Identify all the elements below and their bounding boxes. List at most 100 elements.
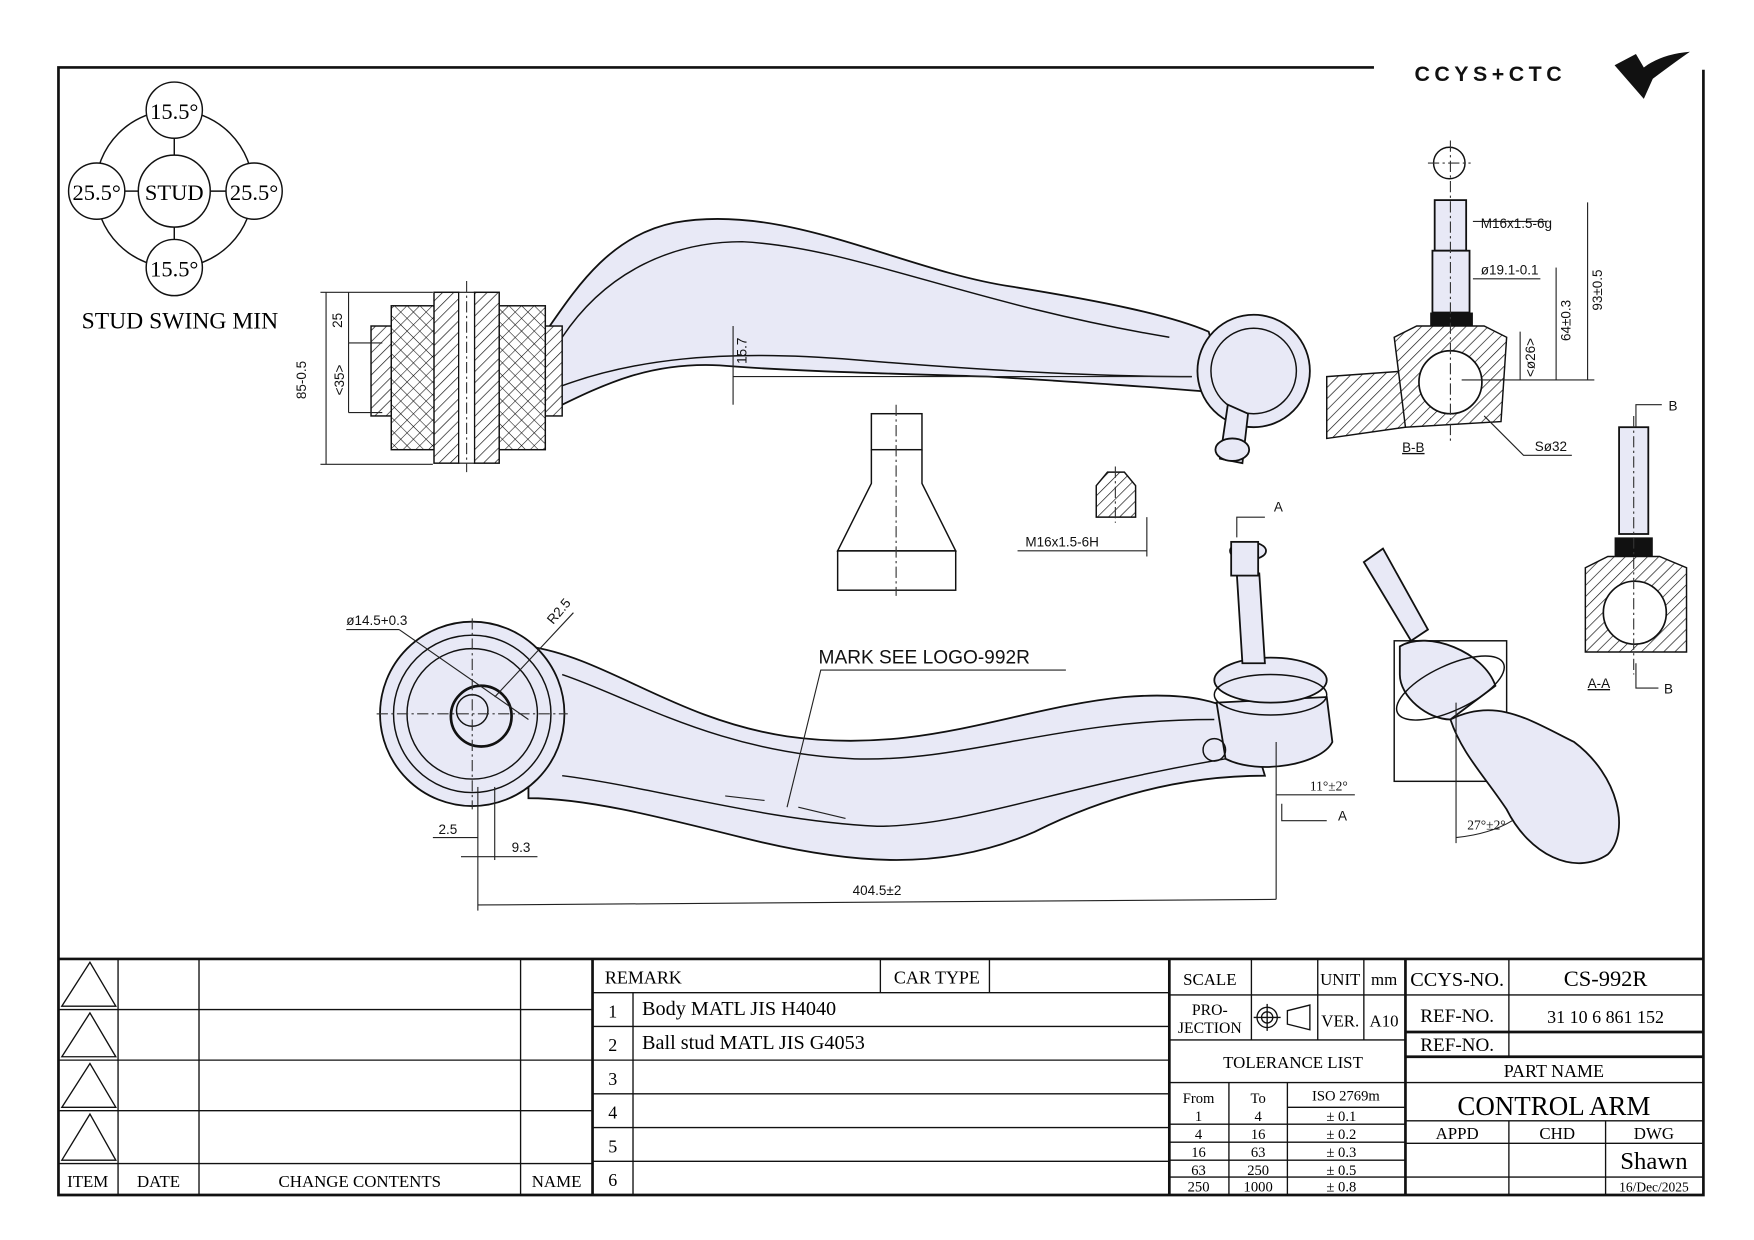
control-arm-side-view: ø14.5+0.3 R2.5 2.5 9.3 404.5±2 11°±2° A …: [346, 500, 1355, 911]
remark-row: 6: [608, 1170, 617, 1190]
change-record-table: ITEM DATE CHANGE CONTENTS NAME: [58, 958, 594, 1196]
company-logo: CCYS+CTC: [1414, 51, 1690, 99]
remark-row-number: 5: [608, 1136, 617, 1156]
tolerance-value: ± 0.1: [1326, 1109, 1356, 1125]
car-type-label: CAR TYPE: [894, 968, 980, 988]
section-b-top-label: B: [1669, 398, 1678, 413]
scale-label: SCALE: [1183, 970, 1236, 989]
revision-triangle-icons: [60, 961, 117, 1161]
dim-2-5: 2.5: [439, 822, 458, 837]
tolerance-from: 63: [1191, 1163, 1206, 1179]
section-bb-view: M16x1.5-6g ø19.1-0.1 93±0.5 64±0.3 <ø26>…: [1326, 140, 1605, 456]
tolerance-value: ± 0.5: [1326, 1163, 1356, 1179]
dim-height-64: 64±0.3: [1559, 300, 1574, 341]
header-item: ITEM: [67, 1172, 108, 1191]
tolerance-from: 4: [1195, 1127, 1203, 1143]
mark-note: MARK SEE LOGO-992R: [819, 647, 1030, 668]
tolerance-value: ± 0.2: [1326, 1127, 1356, 1143]
header-change-contents: CHANGE CONTENTS: [279, 1172, 442, 1191]
dim-angle-27: 27°±2°: [1467, 818, 1505, 833]
remark-row: 5: [608, 1136, 617, 1156]
section-aa-view: B B A-A: [1584, 398, 1688, 697]
remark-row-number: 6: [608, 1170, 617, 1190]
control-arm-top-view: 25 85-0.5 <35> 15.7: [294, 218, 1311, 473]
tolerance-from: 16: [1191, 1145, 1206, 1161]
dim-length: 404.5±2: [853, 883, 902, 898]
chd-label: CHD: [1539, 1124, 1575, 1143]
logo-text: CCYS+CTC: [1414, 62, 1566, 86]
spec-table: SCALE UNIT mm PRO- JECTION VER. A10: [1167, 958, 1406, 1196]
projection-label-1: PRO-: [1192, 1002, 1228, 1019]
stud-swing-diagram: 15.5° 25.5° STUD 25.5° 15.5° STUD SWING …: [67, 81, 283, 334]
remark-row-number: 3: [608, 1069, 617, 1089]
remarks-table: REMARK CAR TYPE 1 Body MATL JIS H4040 2 …: [592, 958, 1170, 1196]
tolerance-value: ± 0.3: [1326, 1145, 1356, 1161]
part-name-label: PART NAME: [1504, 1061, 1604, 1081]
ccys-no-label: CCYS-NO.: [1410, 969, 1504, 991]
dwg-value: Shawn: [1620, 1148, 1687, 1175]
tolerance-row: 16 63 ± 0.3: [1191, 1145, 1356, 1161]
dim-eye-dia: ø14.5+0.3: [346, 613, 407, 628]
ball-joint-iso-view: 27°±2°: [1362, 547, 1620, 865]
tolerance-from: 1: [1195, 1109, 1202, 1125]
swing-right-value: 25.5°: [230, 180, 278, 205]
remark-row: 2 Ball stud MATL JIS G4053: [608, 1032, 865, 1055]
tolerance-row: 63 250 ± 0.5: [1191, 1163, 1356, 1179]
ver-value: A10: [1370, 1011, 1399, 1030]
remark-row-number: 4: [608, 1103, 617, 1123]
ref-no-label-2: REF-NO.: [1420, 1035, 1494, 1056]
tolerance-header-to: To: [1251, 1091, 1266, 1107]
appd-label: APPD: [1436, 1124, 1479, 1143]
remark-row-text: Ball stud MATL JIS G4053: [642, 1032, 865, 1054]
section-a-top-label: A: [1274, 500, 1283, 515]
ref-no-value-1: 31 10 6 861 152: [1547, 1007, 1664, 1027]
section-b-bottom-label: B: [1664, 682, 1673, 697]
dim-ball-dia: Sø32: [1535, 439, 1567, 454]
header-date: DATE: [137, 1172, 180, 1191]
swing-caption: STUD SWING MIN: [82, 308, 279, 334]
title-block: ITEM DATE CHANGE CONTENTS NAME REMARK CA…: [58, 957, 1704, 1196]
nut-detail: M16x1.5-6H: [1017, 466, 1148, 557]
ccys-no-value: CS-992R: [1564, 966, 1648, 991]
tolerance-row: 1 4 ± 0.1: [1195, 1109, 1356, 1125]
tolerance-from: 250: [1188, 1180, 1210, 1196]
tolerance-header-iso: ISO 2769m: [1312, 1089, 1380, 1105]
ver-label: VER.: [1321, 1011, 1359, 1030]
unit-label: UNIT: [1320, 970, 1361, 989]
dim-boot-dia: <ø26>: [1523, 338, 1538, 377]
part-info-table: CCYS-NO. CS-992R REF-NO. 31 10 6 861 152…: [1404, 958, 1704, 1196]
tolerance-to: 4: [1255, 1109, 1263, 1125]
remark-row: 3: [608, 1069, 617, 1089]
remark-row-number: 1: [608, 1001, 617, 1021]
projection-label-2: JECTION: [1178, 1020, 1242, 1037]
tolerance-to: 1000: [1244, 1180, 1273, 1196]
tolerance-value: ± 0.8: [1326, 1180, 1356, 1196]
tolerance-header-from: From: [1183, 1091, 1215, 1107]
dim-offset: 15.7: [735, 338, 750, 364]
logo-mark-icon: [1614, 51, 1690, 99]
remark-row-number: 2: [608, 1035, 617, 1055]
section-bb-label: B-B: [1402, 440, 1424, 455]
tolerance-to: 250: [1247, 1163, 1269, 1179]
ref-no-label-1: REF-NO.: [1420, 1006, 1494, 1027]
header-name: NAME: [532, 1172, 582, 1191]
swing-left-value: 25.5°: [73, 180, 121, 205]
dim-nut-thread: M16x1.5-6H: [1025, 534, 1098, 549]
dwg-label: DWG: [1634, 1124, 1674, 1143]
swing-bottom-value: 15.5°: [150, 257, 198, 282]
swing-center-label: STUD: [145, 180, 204, 205]
dim-height-93: 93±0.5: [1590, 269, 1605, 310]
dim-bush-inner: <35>: [332, 364, 347, 395]
drawing-date: 16/Dec/2025: [1619, 1180, 1689, 1195]
remark-row: 4: [608, 1103, 617, 1123]
remark-row-text: Body MATL JIS H4040: [642, 998, 836, 1020]
section-aa-label: A-A: [1588, 676, 1610, 691]
first-angle-projection-icon: [1253, 1003, 1311, 1031]
tolerance-to: 16: [1251, 1127, 1266, 1143]
tolerance-table: TOLERANCE LIST From To ISO 2769m 1 4 ± 0…: [1169, 1053, 1406, 1196]
swing-top-value: 15.5°: [150, 99, 198, 124]
dim-radius: R2.5: [544, 596, 574, 627]
dim-bush-total: 85-0.5: [294, 361, 309, 399]
dim-9-3: 9.3: [512, 840, 531, 855]
